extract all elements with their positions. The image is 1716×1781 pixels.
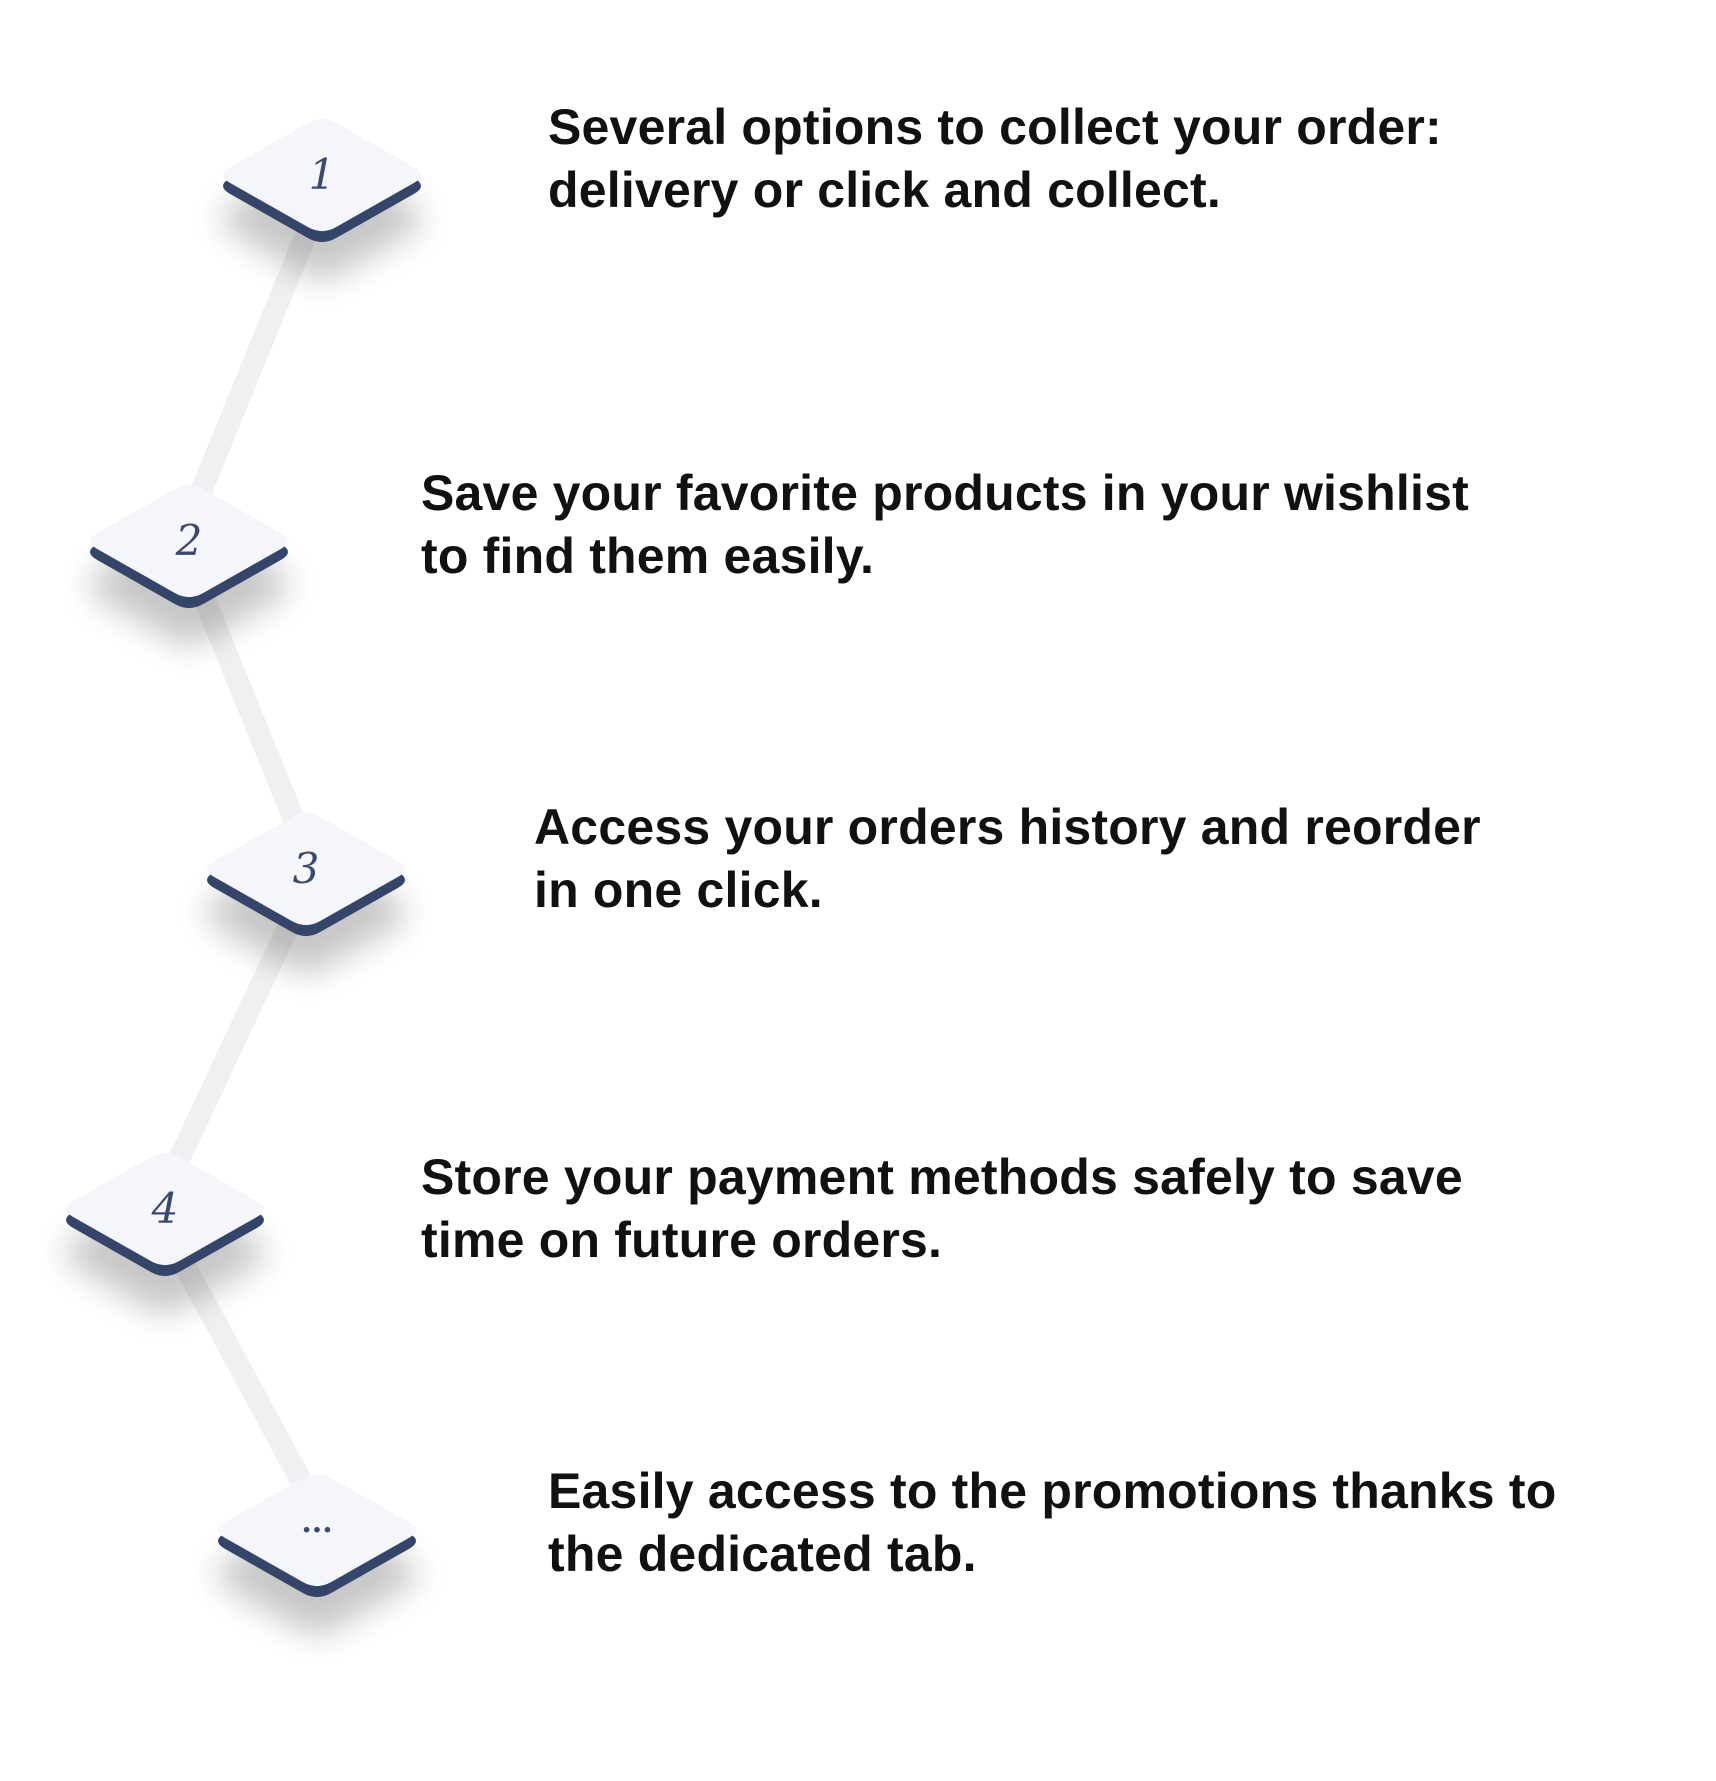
connector-line-4	[154, 1218, 328, 1521]
step-5-line-1: Easily access to the promotions thanks t…	[548, 1463, 1557, 1519]
step-5-text: Easily access to the promotions thanks t…	[548, 1460, 1556, 1586]
step-4-line-2: time on future orders.	[421, 1212, 943, 1268]
badge-face	[218, 1473, 416, 1587]
step-4-line-1: Store your payment methods safely to sav…	[421, 1149, 1463, 1205]
badge-face	[223, 118, 421, 232]
step-badge-1: 1	[223, 118, 421, 243]
badge-face	[207, 812, 405, 926]
badge-face	[90, 484, 288, 598]
badge-face	[66, 1152, 264, 1266]
step-3-line-1: Access your orders history and reorder	[534, 799, 1481, 855]
step-badge-3: 3	[207, 812, 405, 937]
step-1-text: Several options to collect your order: d…	[548, 96, 1442, 222]
step-badge-4: 4	[66, 1152, 264, 1277]
step-badge-label-2: 2	[175, 516, 203, 565]
step-2-line-2: to find them easily.	[421, 528, 875, 584]
step-badge-label-5: ...	[301, 1505, 332, 1540]
step-badge-2: 2	[90, 484, 288, 609]
step-badges: 1 2 3 4...	[66, 118, 421, 1598]
step-1-line-1: Several options to collect your order:	[548, 99, 1442, 155]
step-4-text: Store your payment methods safely to sav…	[421, 1146, 1463, 1272]
step-2-line-1: Save your favorite products in your wish…	[421, 465, 1469, 521]
step-badge-label-4: 4	[151, 1184, 179, 1233]
connector-line-3	[154, 878, 317, 1200]
step-badge-label-1: 1	[309, 150, 336, 199]
step-2-text: Save your favorite products in your wish…	[421, 462, 1469, 588]
step-badge-5: ...	[218, 1473, 416, 1598]
step-5-line-2: the dedicated tab.	[548, 1526, 977, 1582]
connector-line-2	[178, 550, 317, 860]
step-3-line-2: in one click.	[534, 862, 823, 918]
step-3-text: Access your orders history and reorder i…	[534, 796, 1481, 922]
step-1-line-2: delivery or click and collect.	[548, 162, 1221, 218]
connector-line-1	[178, 184, 333, 532]
step-badge-label-3: 3	[293, 844, 320, 893]
connector-lines	[154, 184, 333, 1521]
